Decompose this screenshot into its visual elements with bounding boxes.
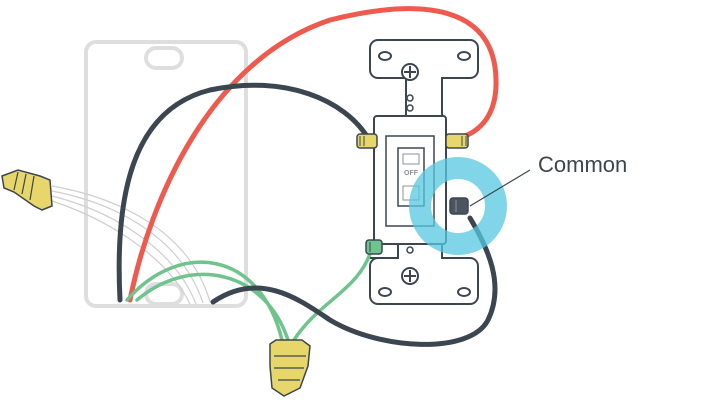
neutral-wire-2 [51, 190, 204, 304]
black-common-wire [210, 215, 498, 347]
ground-wire-2 [135, 272, 290, 342]
top-strap-screw-icon [401, 63, 419, 81]
neutral-wires [51, 185, 211, 305]
ground-wires [125, 246, 374, 342]
ground-wire-3 [292, 246, 374, 342]
common-highlight-ring [409, 157, 507, 255]
neutral-wire-3 [51, 195, 197, 305]
switch-yoke-bottom [369, 243, 479, 305]
dark-common-screw-icon [449, 197, 469, 215]
bottom-strap-screw-icon [401, 267, 419, 285]
left-brass-screw-icon [356, 133, 378, 149]
common-label: Common [538, 152, 627, 177]
right-brass-screw-icon [445, 133, 469, 149]
red-traveler-wire [127, 6, 499, 303]
neutral-wire-1 [51, 185, 211, 303]
wire-nut-icon [1, 169, 53, 211]
bottom-wire-nut-icon [269, 339, 311, 397]
neutral-wire-4 [51, 200, 191, 305]
callout-leader-line [469, 169, 531, 207]
toggle-off-label: OFF [404, 170, 419, 177]
black-line-wire [116, 82, 371, 303]
green-ground-screw-icon [365, 239, 383, 255]
